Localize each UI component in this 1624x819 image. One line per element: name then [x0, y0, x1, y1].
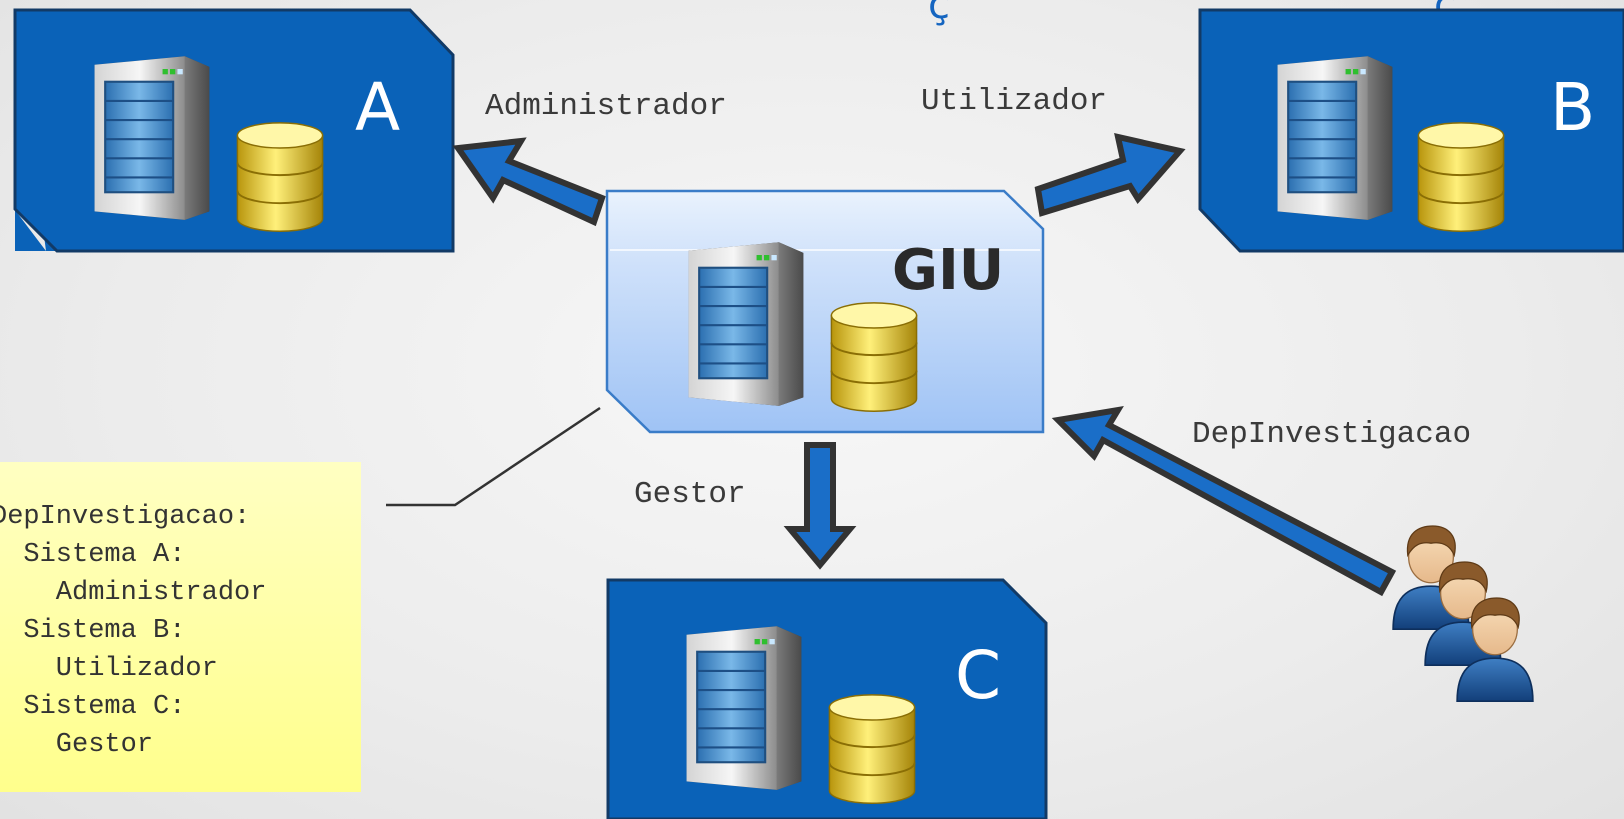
system-c-box[interactable]: C: [606, 578, 1048, 819]
role-label-gestor: Gestor: [634, 477, 746, 512]
system-b-label: B: [1550, 69, 1595, 146]
config-line: Utilizador: [0, 654, 218, 684]
config-line: Sistema B:: [0, 616, 185, 646]
system-a-box[interactable]: A: [13, 8, 455, 253]
config-note: DepInvestigacao: Sistema A: Administrado…: [0, 462, 361, 792]
role-label-depinvestigacao: DepInvestigacao: [1192, 417, 1471, 452]
system-a-label: A: [355, 69, 400, 146]
role-label-utilizador: Utilizador: [921, 84, 1107, 119]
title-glyph-1: ç: [928, 0, 950, 28]
database-icon: [828, 693, 916, 805]
giu-label: GIU: [892, 238, 1004, 303]
users-icon: [1392, 525, 1534, 703]
arrow-giu-to-a: [452, 137, 606, 227]
database-icon: [1417, 121, 1505, 233]
arrow-users-to-giu: [1051, 405, 1397, 597]
config-line: Gestor: [0, 730, 153, 760]
note-connector: [386, 406, 601, 507]
config-line: Sistema A:: [0, 540, 185, 570]
server-icon: [1276, 55, 1394, 222]
database-icon: [236, 121, 324, 233]
database-icon: [830, 301, 918, 413]
config-line: Administrador: [0, 578, 266, 608]
server-icon: [93, 55, 211, 222]
role-label-administrador: Administrador: [485, 89, 727, 124]
config-line: DepInvestigacao:: [0, 502, 250, 532]
system-c-label: C: [955, 637, 1001, 714]
arrow-giu-to-c: [783, 442, 857, 570]
giu-box[interactable]: GIU: [605, 189, 1045, 434]
arrow-giu-to-b: [1034, 133, 1186, 217]
config-line: Sistema C:: [0, 692, 185, 722]
server-icon: [685, 625, 803, 792]
system-b-box[interactable]: B: [1198, 8, 1624, 253]
server-icon: [687, 241, 805, 408]
